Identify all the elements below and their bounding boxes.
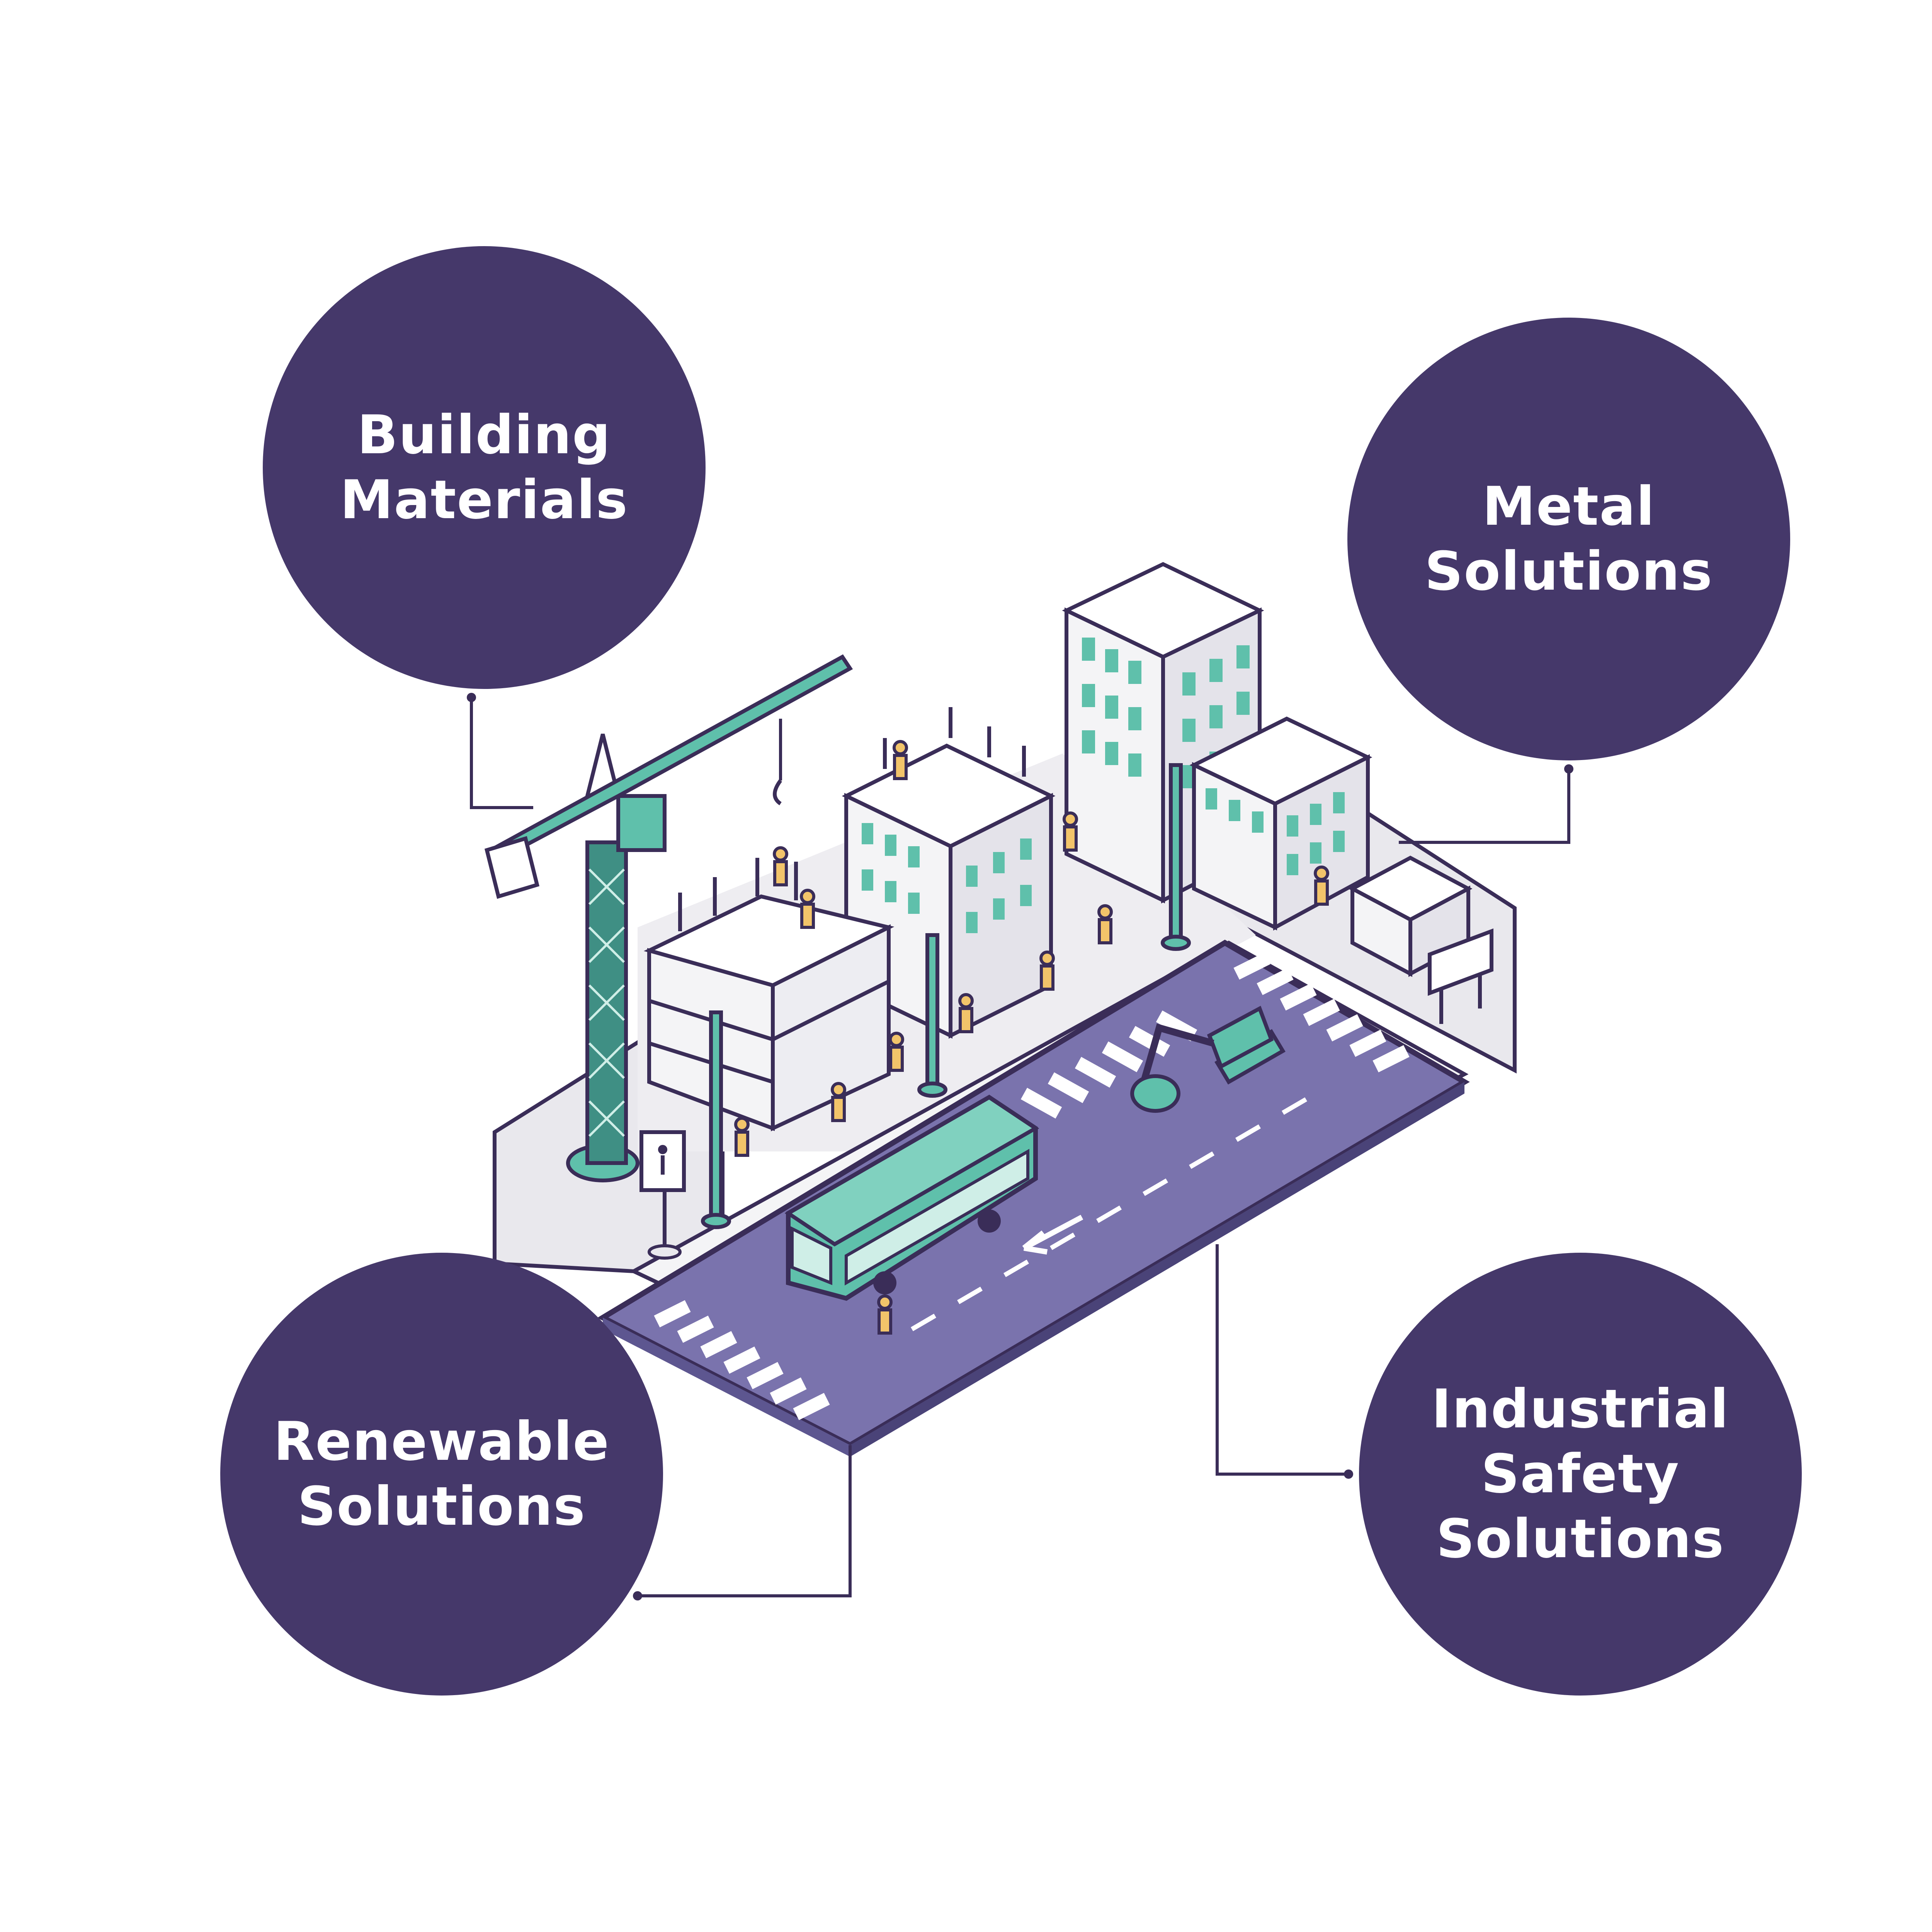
crosswalk-middle bbox=[1020, 1010, 1197, 1119]
circle-building-materials bbox=[263, 246, 706, 689]
label-industrial-safety: Industrial Safety Solutions bbox=[1398, 1347, 1763, 1602]
street-lamp-icon bbox=[701, 763, 1191, 1229]
label-renewable-solutions: Renewable Solutions bbox=[259, 1347, 624, 1602]
pedestrian-sign-icon bbox=[639, 1130, 686, 1260]
kiosk bbox=[1348, 855, 1473, 977]
excavator-icon bbox=[1130, 1005, 1286, 1113]
label-building-materials-line2: Materials bbox=[340, 469, 628, 531]
connector-lines bbox=[470, 697, 1570, 1597]
label-industrial-safety-line3: Solutions bbox=[1436, 1508, 1725, 1570]
circle-renewable-solutions bbox=[220, 1253, 663, 1696]
label-metal-solutions: Metal Solutions bbox=[1386, 412, 1752, 667]
connector-dots bbox=[467, 693, 1573, 1600]
connector-metal-solutions bbox=[1399, 769, 1570, 844]
road-front-edge bbox=[850, 1082, 1464, 1457]
circle-metal-solutions bbox=[1347, 318, 1790, 760]
label-building-materials: Building Materials bbox=[301, 340, 667, 595]
lane-arrow-icon bbox=[1022, 1214, 1083, 1255]
worker-icon bbox=[734, 740, 1329, 1335]
label-renewable-solutions-line2: Solutions bbox=[297, 1475, 586, 1537]
connector-renewable-solutions bbox=[638, 1445, 852, 1597]
connector-building-materials bbox=[470, 697, 533, 809]
bus-icon bbox=[784, 1094, 1039, 1301]
lane-dashes bbox=[910, 1097, 1308, 1332]
label-metal-solutions-line2: Solutions bbox=[1424, 540, 1713, 602]
building-right bbox=[1189, 716, 1372, 931]
road-side-edge bbox=[603, 1318, 850, 1457]
label-metal-solutions-line1: Metal bbox=[1482, 475, 1655, 537]
billboard-icon bbox=[1428, 928, 1493, 1024]
label-renewable-solutions-line1: Renewable bbox=[274, 1410, 610, 1473]
crosswalk-far bbox=[1233, 952, 1410, 1073]
connector-industrial-safety bbox=[1216, 1244, 1349, 1476]
label-industrial-safety-line1: Industrial bbox=[1431, 1378, 1730, 1440]
circle-industrial-safety bbox=[1359, 1253, 1802, 1696]
crosswalk-near bbox=[654, 1300, 830, 1420]
label-industrial-safety-line2: Safety bbox=[1481, 1443, 1680, 1505]
tower-crane-icon bbox=[484, 654, 853, 1182]
label-building-materials-line1: Building bbox=[357, 404, 611, 466]
